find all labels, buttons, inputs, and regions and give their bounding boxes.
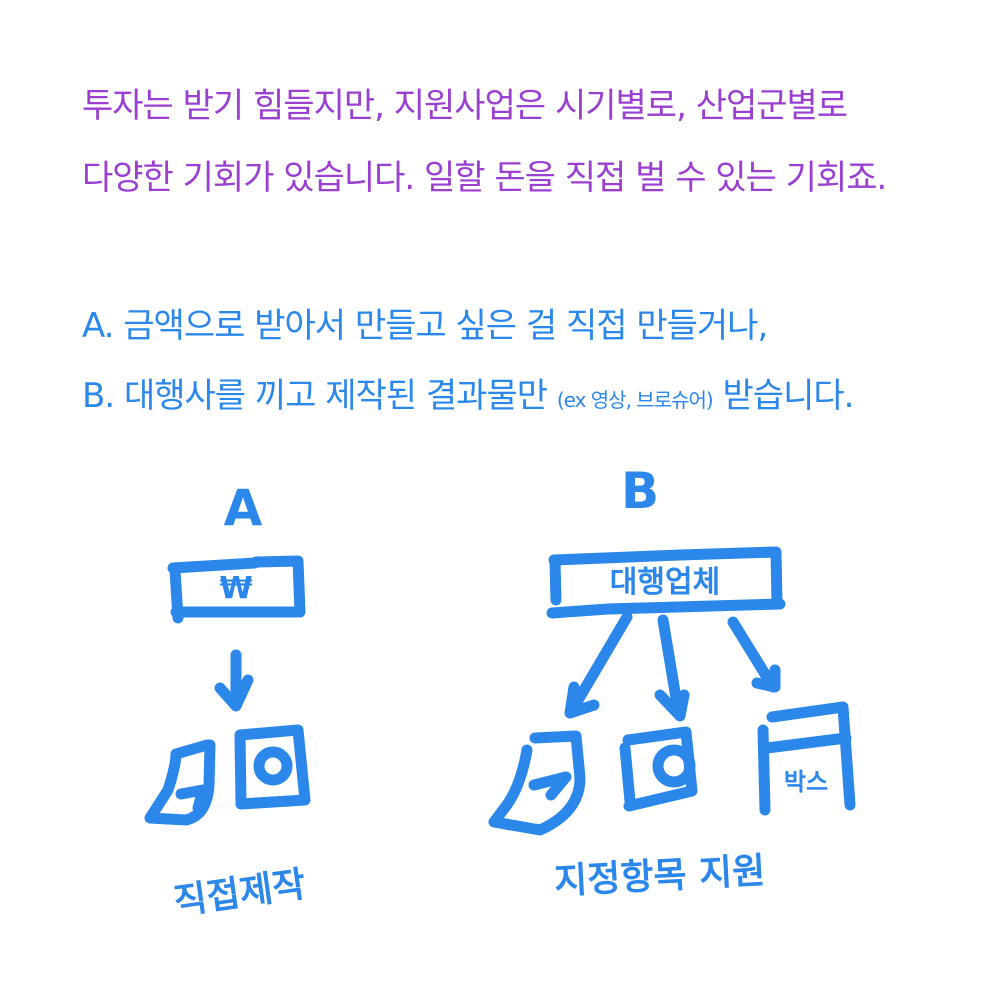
arrow-middle-icon xyxy=(654,614,690,722)
option-b-note: (ex 영상, 브로슈어) xyxy=(556,388,714,412)
won-icon: ₩ xyxy=(219,571,252,606)
diagram-a-label: A xyxy=(224,479,263,537)
play-icon xyxy=(253,746,293,786)
arrow-left-icon xyxy=(564,611,633,719)
option-b-text: B. 대행사를 끼고 제작된 결과물만 (ex 영상, 브로슈어) 받습니다. xyxy=(82,368,855,417)
arrow-down-icon xyxy=(214,649,254,712)
option-a-text: A. 금액으로 받아서 만들고 싶은 걸 직접 만들거나, xyxy=(82,306,768,346)
agency-label: 대행업체 xyxy=(610,565,720,600)
box-item-label: 박스 xyxy=(784,768,828,796)
box-item-icon xyxy=(757,701,856,816)
intro-line-2: 다양한 기회가 있습니다. 일할 돈을 직접 벌 수 있는 기회죠. xyxy=(82,158,887,198)
video-frame-icon xyxy=(234,724,311,810)
option-b-main: B. 대행사를 끼고 제작된 결과물만 xyxy=(82,376,548,416)
money-box xyxy=(167,555,306,624)
intro-line-1: 투자는 받기 힘들지만, 지원사업은 시기별로, 산업군별로 xyxy=(82,86,848,126)
arrow-right-icon xyxy=(727,616,781,693)
diagram-b-label: B xyxy=(621,462,659,520)
play-icon-b xyxy=(652,744,696,788)
agency-box xyxy=(546,546,786,619)
document-icon-b xyxy=(488,730,586,836)
document-icon xyxy=(144,739,216,826)
option-b-end: 받습니다. xyxy=(722,376,855,416)
diagram-a-caption: 직접제작 xyxy=(171,864,308,923)
diagram-b-caption: 지정항목 지원 xyxy=(553,851,766,903)
